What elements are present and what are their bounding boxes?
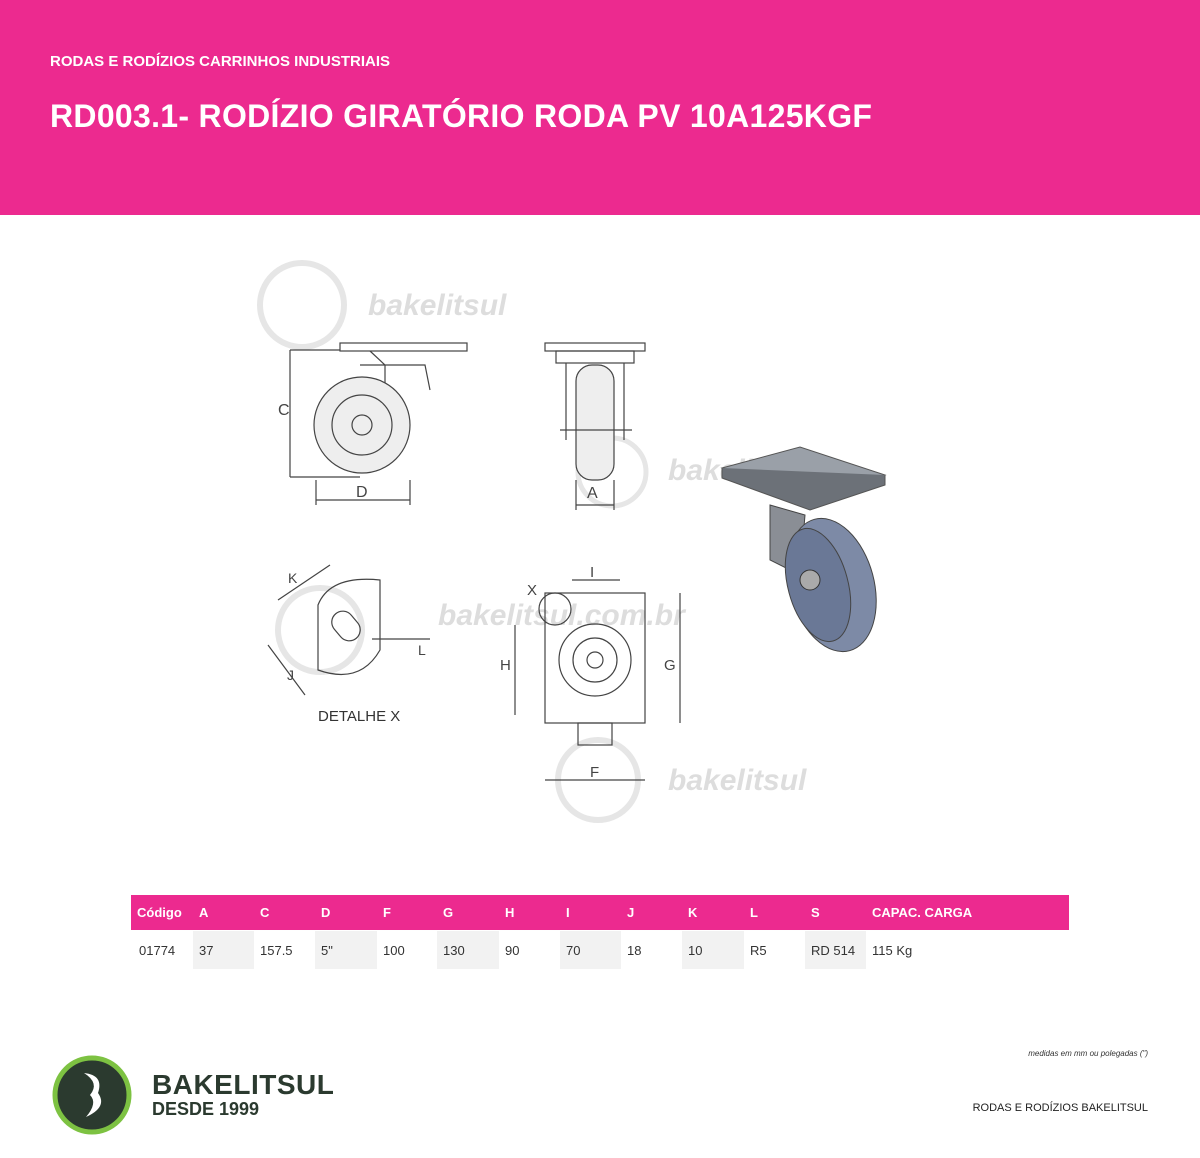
- header-cell: S: [811, 905, 820, 920]
- side-view: [289, 342, 468, 505]
- header-cell: G: [443, 905, 454, 920]
- table-cell: 115 Kg: [872, 943, 913, 958]
- page-title: RD003.1- RODÍZIO GIRATÓRIO RODA PV 10A12…: [50, 98, 873, 134]
- header-cell: A: [199, 905, 209, 920]
- dimension-label-j: J: [287, 667, 294, 683]
- dimension-label-c: C: [278, 402, 290, 419]
- header-cell: CAPAC. CARGA: [872, 905, 973, 920]
- specs-table: Código A C D F G H I J K L S CAPAC. CARG…: [131, 895, 1069, 970]
- header-cell: K: [688, 905, 698, 920]
- watermark-url-text: bakelitsul.com.br: [438, 599, 687, 632]
- header-cell: L: [750, 905, 758, 920]
- category-label: RODAS E RODÍZIOS CARRINHOS INDUSTRIAIS: [50, 53, 391, 70]
- table-row: 01774 37 157.5 5" 100 130 90 70 18 10 R5…: [131, 930, 1069, 970]
- watermark-text: bakelitsul: [368, 289, 507, 322]
- watermark-logo-icon: [275, 585, 365, 675]
- top-view: [514, 579, 681, 781]
- header-cell: C: [260, 905, 270, 920]
- dimension-label-x: X: [527, 582, 537, 599]
- dimension-label-h: H: [500, 657, 511, 674]
- detail-x-caption: DETALHE X: [318, 708, 400, 725]
- footer-tagline: RODAS E RODÍZIOS BAKELITSUL: [972, 1102, 1148, 1114]
- dimension-label-k: K: [288, 570, 298, 586]
- caster-3d-render: [720, 446, 887, 653]
- table-cell: 70: [560, 931, 621, 969]
- front-view: [544, 342, 646, 510]
- header-cell: F: [383, 905, 391, 920]
- watermark-text: bakelitsul: [668, 764, 807, 797]
- table-cell: 18: [627, 943, 642, 958]
- dimension-label-g: G: [664, 657, 676, 674]
- table-cell: RD 514: [805, 931, 866, 969]
- watermark-logo-icon: [257, 260, 347, 350]
- table-cell: 130: [437, 931, 499, 969]
- header-cell: H: [505, 905, 515, 920]
- dimension-label-l: L: [418, 642, 426, 658]
- header-cell: I: [566, 905, 570, 920]
- table-cell: R5: [750, 943, 767, 958]
- header-cell: J: [627, 905, 635, 920]
- dimension-label-d: D: [356, 484, 368, 501]
- units-note: medidas em mm ou polegadas ("): [1028, 1049, 1148, 1058]
- brand-since: DESDE 1999: [152, 1099, 260, 1119]
- dimension-label-f: F: [590, 764, 599, 781]
- table-cell: 01774: [139, 943, 176, 958]
- table-cell: 10: [682, 931, 744, 969]
- header-cell: D: [321, 905, 331, 920]
- table-cell: 157.5: [260, 943, 293, 958]
- brand-title: BAKELITSUL: [152, 1069, 335, 1100]
- detail-x-view: [267, 564, 430, 696]
- dimension-label-i: I: [590, 564, 594, 581]
- table-cell: 100: [383, 943, 405, 958]
- technical-drawing: bakelitsul bakelitsul bakelitsul.com.br …: [257, 260, 887, 823]
- watermarks: bakelitsul bakelitsul bakelitsul.com.br …: [257, 260, 807, 823]
- table-cell: 37: [193, 931, 254, 969]
- dimension-label-a: A: [587, 485, 598, 502]
- table-cell: 5": [315, 931, 377, 969]
- brand-name: BAKELITSUL DESDE 1999: [152, 1069, 335, 1119]
- bakelitsul-logo-icon: [52, 1055, 132, 1135]
- table-cell: 90: [505, 943, 520, 958]
- header-cell: Código: [137, 905, 182, 920]
- header-banner: RODAS E RODÍZIOS CARRINHOS INDUSTRIAIS R…: [0, 0, 1200, 215]
- table-header: Código A C D F G H I J K L S CAPAC. CARG…: [131, 895, 1069, 930]
